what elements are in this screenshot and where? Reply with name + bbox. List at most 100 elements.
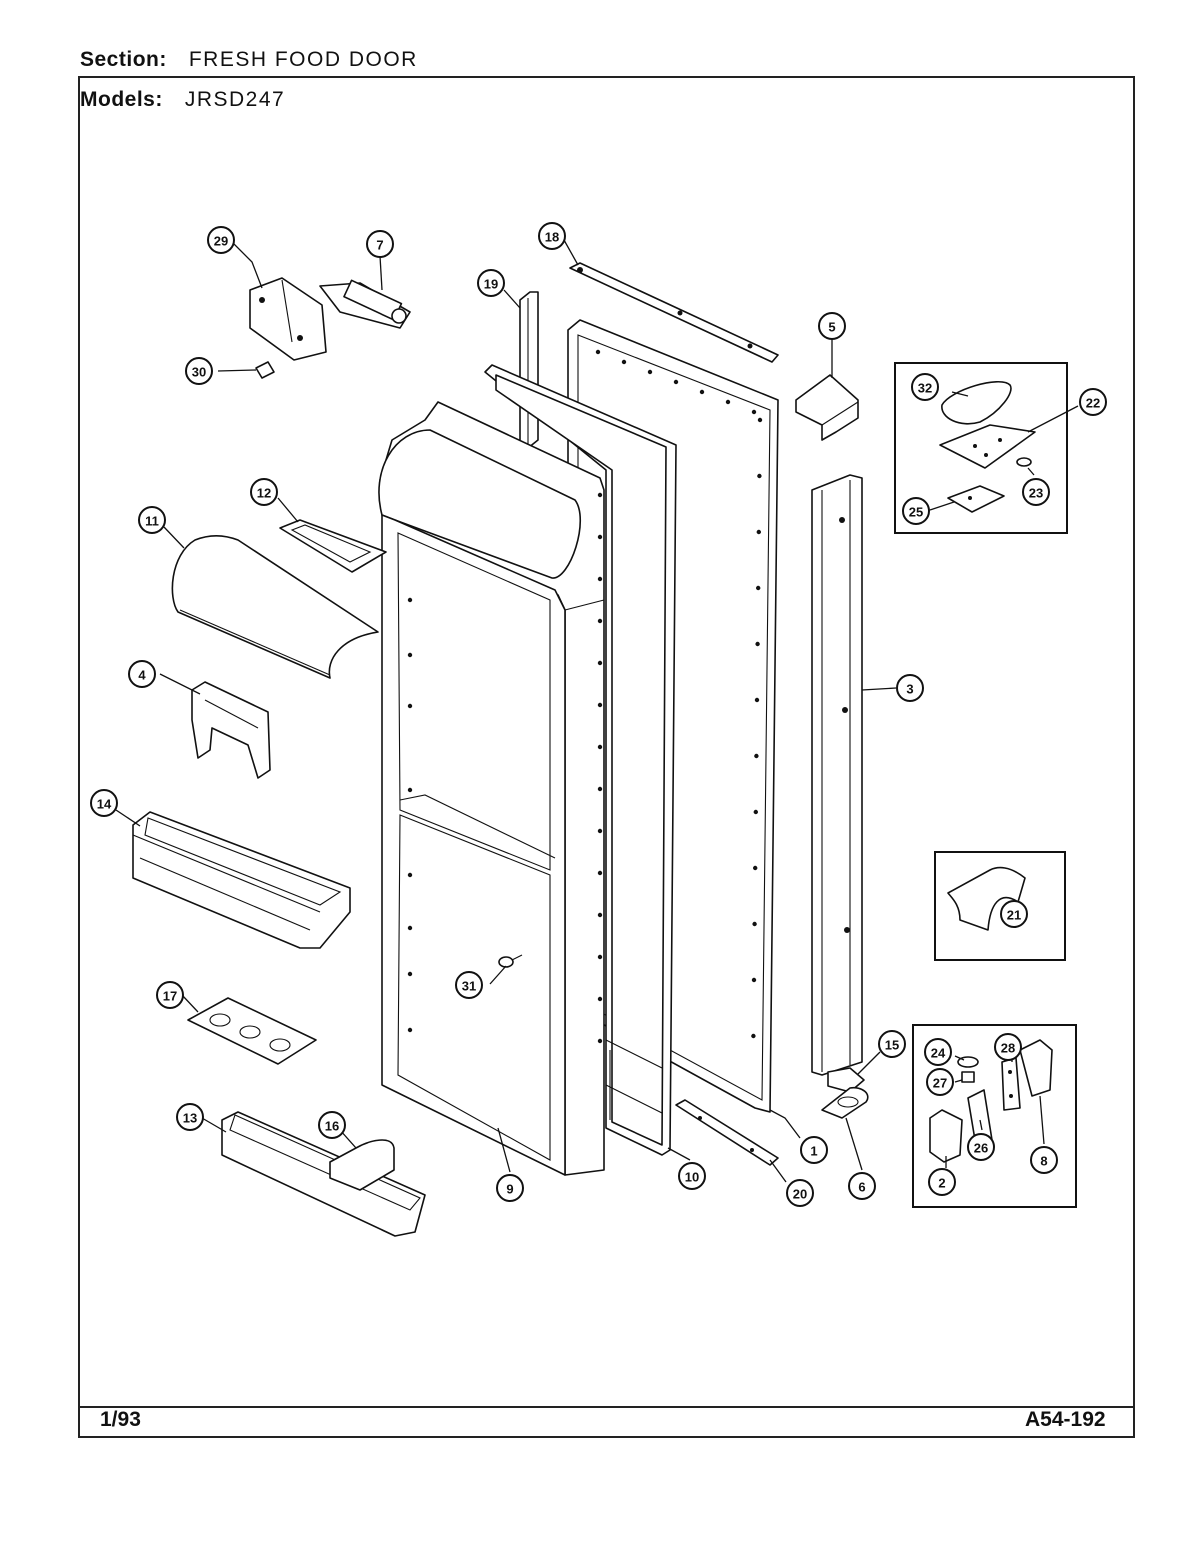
part-screw [498,954,523,968]
models-value: JRSD247 [184,88,286,111]
callout-number: 21 [1007,908,1021,923]
footer-date: 1/93 [100,1408,141,1431]
screw-hole [597,660,603,666]
screw-hole [751,409,757,415]
screw-hole [755,641,760,647]
screw-hole [597,786,603,792]
callout-number: 15 [885,1038,899,1053]
screw-hole [407,787,413,793]
callout-number: 23 [1029,486,1043,501]
screw-hole [407,652,413,658]
screw-hole [407,597,413,603]
callout-number: 25 [909,505,923,520]
screw-hole [757,473,762,479]
screw-hole [597,996,603,1002]
callout-number: 5 [828,320,835,335]
footer-rule [78,1406,1135,1408]
callout-5: 5 [818,312,846,340]
models-label: Models: [80,88,163,111]
screw-hole [597,870,603,876]
footer-code: A54-192 [1025,1408,1106,1431]
screw-hole [597,576,603,582]
callout-number: 14 [97,797,112,812]
part-bin-divider [329,1139,395,1191]
callout-number: 12 [257,486,271,501]
screw-hole [752,921,757,927]
screw-hole [757,417,763,423]
part-right-rail [811,474,863,1076]
callout-16: 16 [318,1111,346,1139]
part-switch [319,279,411,329]
callout-number: 2 [938,1176,945,1191]
part-shim [947,485,1005,513]
screw-hole [725,399,731,405]
screw-hole [647,369,653,375]
part-bracket-plate [1001,1057,1021,1111]
screw-hole [407,703,413,709]
callout-9: 9 [496,1174,524,1202]
callout-number: 7 [376,238,383,253]
screw-hole [754,753,759,759]
models-heading: Models: JRSD247 [80,88,285,112]
screw-hole [699,389,705,395]
part-gasket [484,364,677,1156]
callout-18: 18 [538,222,566,250]
screw-hole [673,379,679,385]
callout-17: 17 [156,981,184,1009]
screw-hole [597,828,603,834]
callout-number: 32 [918,381,932,396]
callout-20: 20 [786,1179,814,1207]
kit-box-hinge-parts [912,1024,1077,1208]
part-hinge-bracket [795,374,859,441]
callout-24: 24 [924,1038,952,1066]
callout-19: 19 [477,269,505,297]
section-value: FRESH FOOD DOOR [188,48,418,71]
callout-number: 6 [858,1180,865,1195]
screw-hole [597,702,603,708]
callout-21: 21 [1000,900,1028,928]
part-egg-tray [187,997,317,1065]
callout-14: 14 [90,789,118,817]
callout-number: 18 [545,230,559,245]
callout-number: 4 [138,668,146,683]
screw-hole [751,1033,756,1039]
screw-hole [756,585,761,591]
callout-8: 8 [1030,1146,1058,1174]
part-dairy-cover [171,535,379,679]
callout-number: 29 [214,234,228,249]
kit-box-hinge-cover [894,362,1068,534]
callout-layer: 1234567891011121314151617181920212223242… [90,222,1107,1207]
callout-number: 26 [974,1141,988,1156]
callout-10: 10 [678,1162,706,1190]
callout-2: 2 [928,1168,956,1196]
callout-number: 22 [1086,396,1100,411]
callout-28: 28 [994,1033,1022,1061]
screw-hole [597,954,603,960]
screw-hole [407,872,413,878]
part-cam [947,866,1026,931]
part-hinge-plate [939,424,1036,469]
callout-26: 26 [967,1133,995,1161]
callout-number: 13 [183,1111,197,1126]
screw-hole [595,349,601,355]
callout-number: 11 [145,514,159,529]
part-bracket-left [929,1109,963,1163]
callout-12: 12 [250,478,278,506]
callout-number: 8 [1040,1154,1047,1169]
diagram-frame [78,76,1135,1438]
screw-hole [751,977,757,983]
callout-32: 32 [911,373,939,401]
callout-number: 3 [906,682,913,697]
part-door-bin-large [132,811,351,949]
callout-27: 27 [926,1068,954,1096]
callout-number: 1 [810,1144,817,1159]
screw-hole [753,865,758,871]
part-dairy-hinge [191,681,271,779]
callout-number: 31 [462,979,476,994]
part-hinge-pin-bushing [957,1056,979,1083]
part-door-stop [827,1067,865,1093]
callout-15: 15 [878,1030,906,1058]
callout-7: 7 [366,230,394,258]
callout-30: 30 [185,357,213,385]
callout-number: 27 [933,1076,947,1091]
